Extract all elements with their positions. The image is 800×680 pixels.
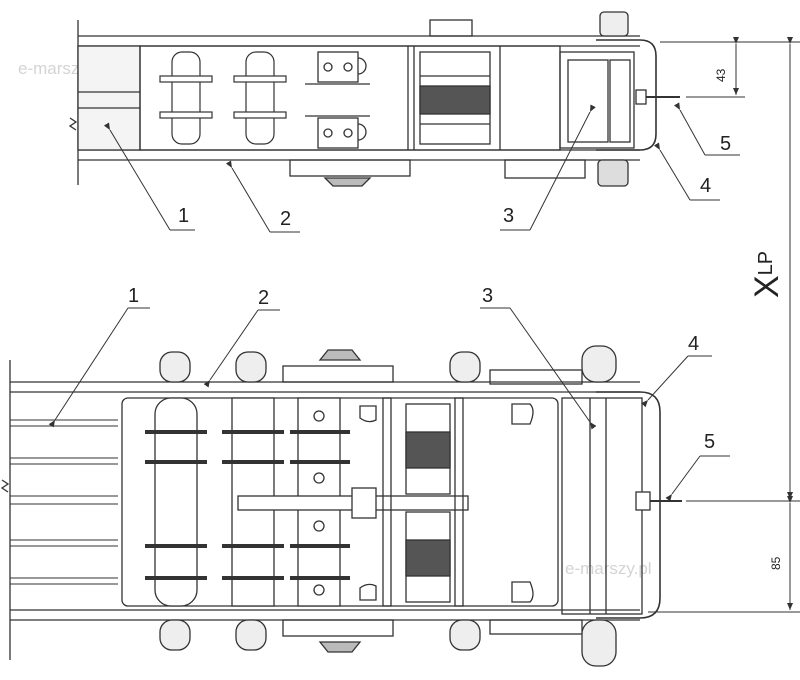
side-view bbox=[68, 11, 680, 187]
dimension-xlp: XLP bbox=[748, 251, 786, 298]
bottom-callout-1: 1 bbox=[128, 285, 139, 307]
dimension-43: 43 bbox=[714, 68, 728, 82]
top-callout-5: 5 bbox=[720, 133, 731, 155]
bottom-callout-2: 2 bbox=[258, 287, 269, 309]
top-callout-2: 2 bbox=[280, 208, 291, 230]
watermark-bottom: e-marszy.pl bbox=[565, 559, 652, 578]
bottom-callout-5: 5 bbox=[704, 431, 715, 453]
svg-text:XLP: XLP bbox=[748, 251, 786, 298]
dimension-lines bbox=[648, 37, 800, 613]
dimension-xlp-subscript: LP bbox=[755, 251, 777, 275]
bottom-callout-3: 3 bbox=[482, 285, 493, 307]
top-callout-1: 1 bbox=[178, 205, 189, 227]
dimension-xlp-main: X bbox=[748, 275, 786, 298]
dimension-85: 85 bbox=[769, 556, 783, 570]
top-callout-4: 4 bbox=[700, 175, 711, 197]
plan-view bbox=[0, 345, 682, 667]
bottom-callout-4: 4 bbox=[688, 333, 699, 355]
top-callout-3: 3 bbox=[503, 205, 514, 227]
